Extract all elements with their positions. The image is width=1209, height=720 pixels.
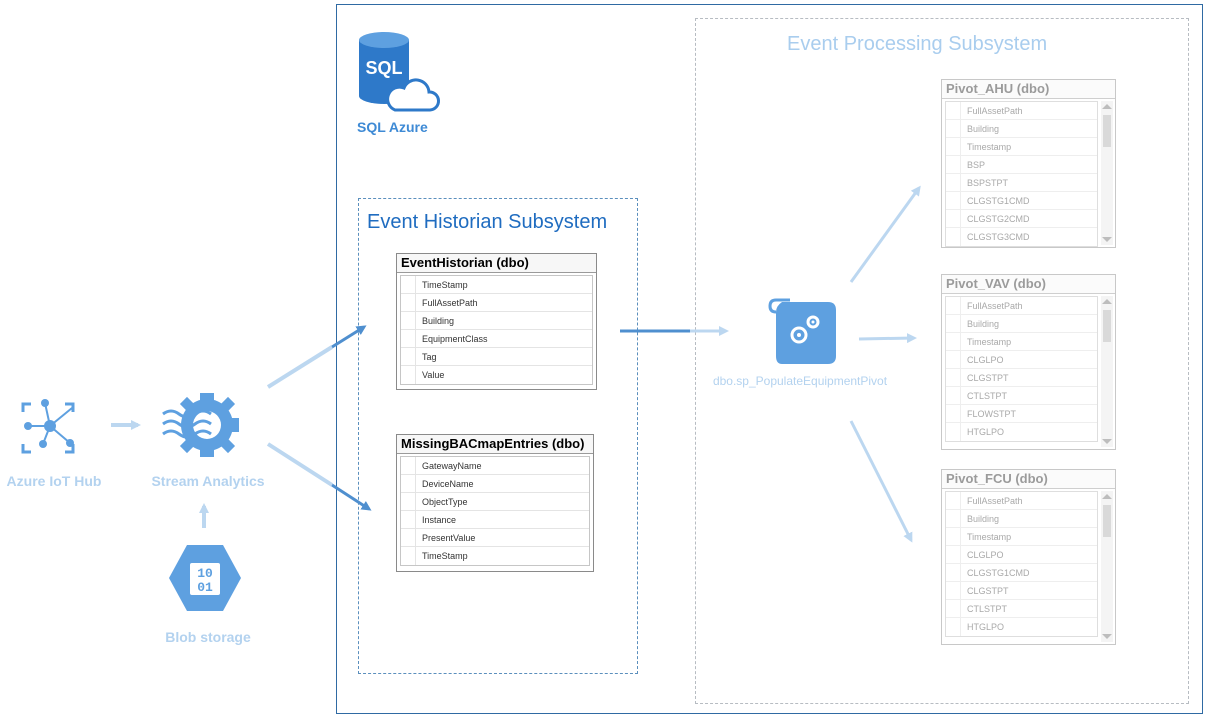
scroll-down-icon[interactable] [1102,237,1112,242]
arrow-sp-to-vav [858,333,917,344]
blob-icon-text-1: 10 [197,566,213,581]
table-column-row[interactable]: Building [946,120,1097,138]
table-column-row[interactable]: Timestamp [946,333,1097,351]
arrow-stream-to-missingbacmap [266,442,372,511]
table-column-row[interactable]: CLGSTPT [946,582,1097,600]
table-column-row[interactable]: TimeStamp [401,276,592,294]
table-title: Pivot_VAV (dbo) [942,275,1115,294]
table-column-row[interactable]: Timestamp [946,138,1097,156]
table-column-row[interactable]: TimeStamp [401,547,589,565]
table-title: MissingBACmapEntries (dbo) [397,435,593,454]
scroll-up-icon[interactable] [1102,104,1112,109]
table-column-row[interactable]: CLGSTG2CMD [946,210,1097,228]
table-column-row[interactable]: BSPSTPT [946,174,1097,192]
event-processing-frame [695,18,1189,704]
arrow-sp-to-fcu [849,420,913,543]
table-title: Pivot_FCU (dbo) [942,470,1115,489]
scrollbar-thumb[interactable] [1103,505,1111,537]
table-column-row[interactable]: ObjectType [401,493,589,511]
sql-icon-text: SQL [365,58,402,78]
iot-hub-icon [21,399,75,454]
iot-hub-label: Azure IoT Hub [6,473,102,489]
event-historian-frame [358,198,638,674]
table-column-row[interactable]: Tag [401,348,592,366]
table-column-row[interactable]: FullAssetPath [946,492,1097,510]
table-column-row[interactable]: Building [401,312,592,330]
sql-azure-frame [336,4,1203,714]
table-column-row[interactable]: FullAssetPath [946,297,1097,315]
stored-procedure-label: dbo.sp_PopulateEquipmentPivot [712,374,888,388]
table-column-row[interactable]: CTLSTPT [946,600,1097,618]
table-column-row[interactable]: GatewayName [401,457,589,475]
vertical-scrollbar[interactable] [1101,491,1113,642]
table-column-row[interactable]: CLGSTG1CMD [946,564,1097,582]
table-column-row[interactable]: EquipmentClass [401,330,592,348]
scroll-down-icon[interactable] [1102,439,1112,444]
scroll-up-icon[interactable] [1102,299,1112,304]
table-column-row[interactable]: Building [946,510,1097,528]
arrow-sp-to-ahu [849,185,921,283]
table-column-row[interactable]: DeviceName [401,475,589,493]
scrollbar-thumb[interactable] [1103,310,1111,342]
sql-database-icon: SQL [359,32,440,112]
table-column-row[interactable]: CLGLPO [946,351,1097,369]
table-column-row[interactable]: Timestamp [946,528,1097,546]
stream-analytics-label: Stream Analytics [151,473,265,489]
script-gears-icon [768,298,836,364]
scroll-up-icon[interactable] [1102,494,1112,499]
arrow-stream-to-eventhistorian [266,325,367,389]
table-column-row[interactable]: FLOWSTPT [946,405,1097,423]
vertical-scrollbar[interactable] [1101,296,1113,447]
table-title: EventHistorian (dbo) [397,254,596,273]
table-column-row[interactable]: FullAssetPath [401,294,592,312]
blob-icon-text-2: 01 [197,580,213,595]
scroll-down-icon[interactable] [1102,634,1112,639]
table-column-row[interactable]: CTLSTPT [946,387,1097,405]
table-column-row[interactable]: Building [946,315,1097,333]
event-historian-title: Event Historian Subsystem [367,211,608,233]
table-column-row[interactable]: BSP [946,156,1097,174]
blob-storage-label: Blob storage [165,629,251,645]
table-column-row[interactable]: Instance [401,511,589,529]
table-column-row[interactable]: PresentValue [401,529,589,547]
event-processing-title: Event Processing Subsystem [787,33,1048,55]
stream-analytics-icon [162,393,239,457]
table-column-row[interactable]: CLGSTG1CMD [946,192,1097,210]
table-column-row[interactable]: CLGLPO [946,546,1097,564]
table-column-row[interactable]: FullAssetPath [946,102,1097,120]
table-column-row[interactable]: CLGSTPT [946,369,1097,387]
vertical-scrollbar[interactable] [1101,101,1113,245]
table-title: Pivot_AHU (dbo) [942,80,1115,99]
table-column-row[interactable]: HTGLPO [946,618,1097,636]
table-column-row[interactable]: Value [401,366,592,384]
table-column-row[interactable]: CLGSTG3CMD [946,228,1097,246]
scrollbar-thumb[interactable] [1103,115,1111,147]
sql-azure-label: SQL Azure [357,119,428,135]
table-column-row[interactable]: HTGLPO [946,423,1097,441]
blob-storage-icon: 10 01 [169,545,241,611]
